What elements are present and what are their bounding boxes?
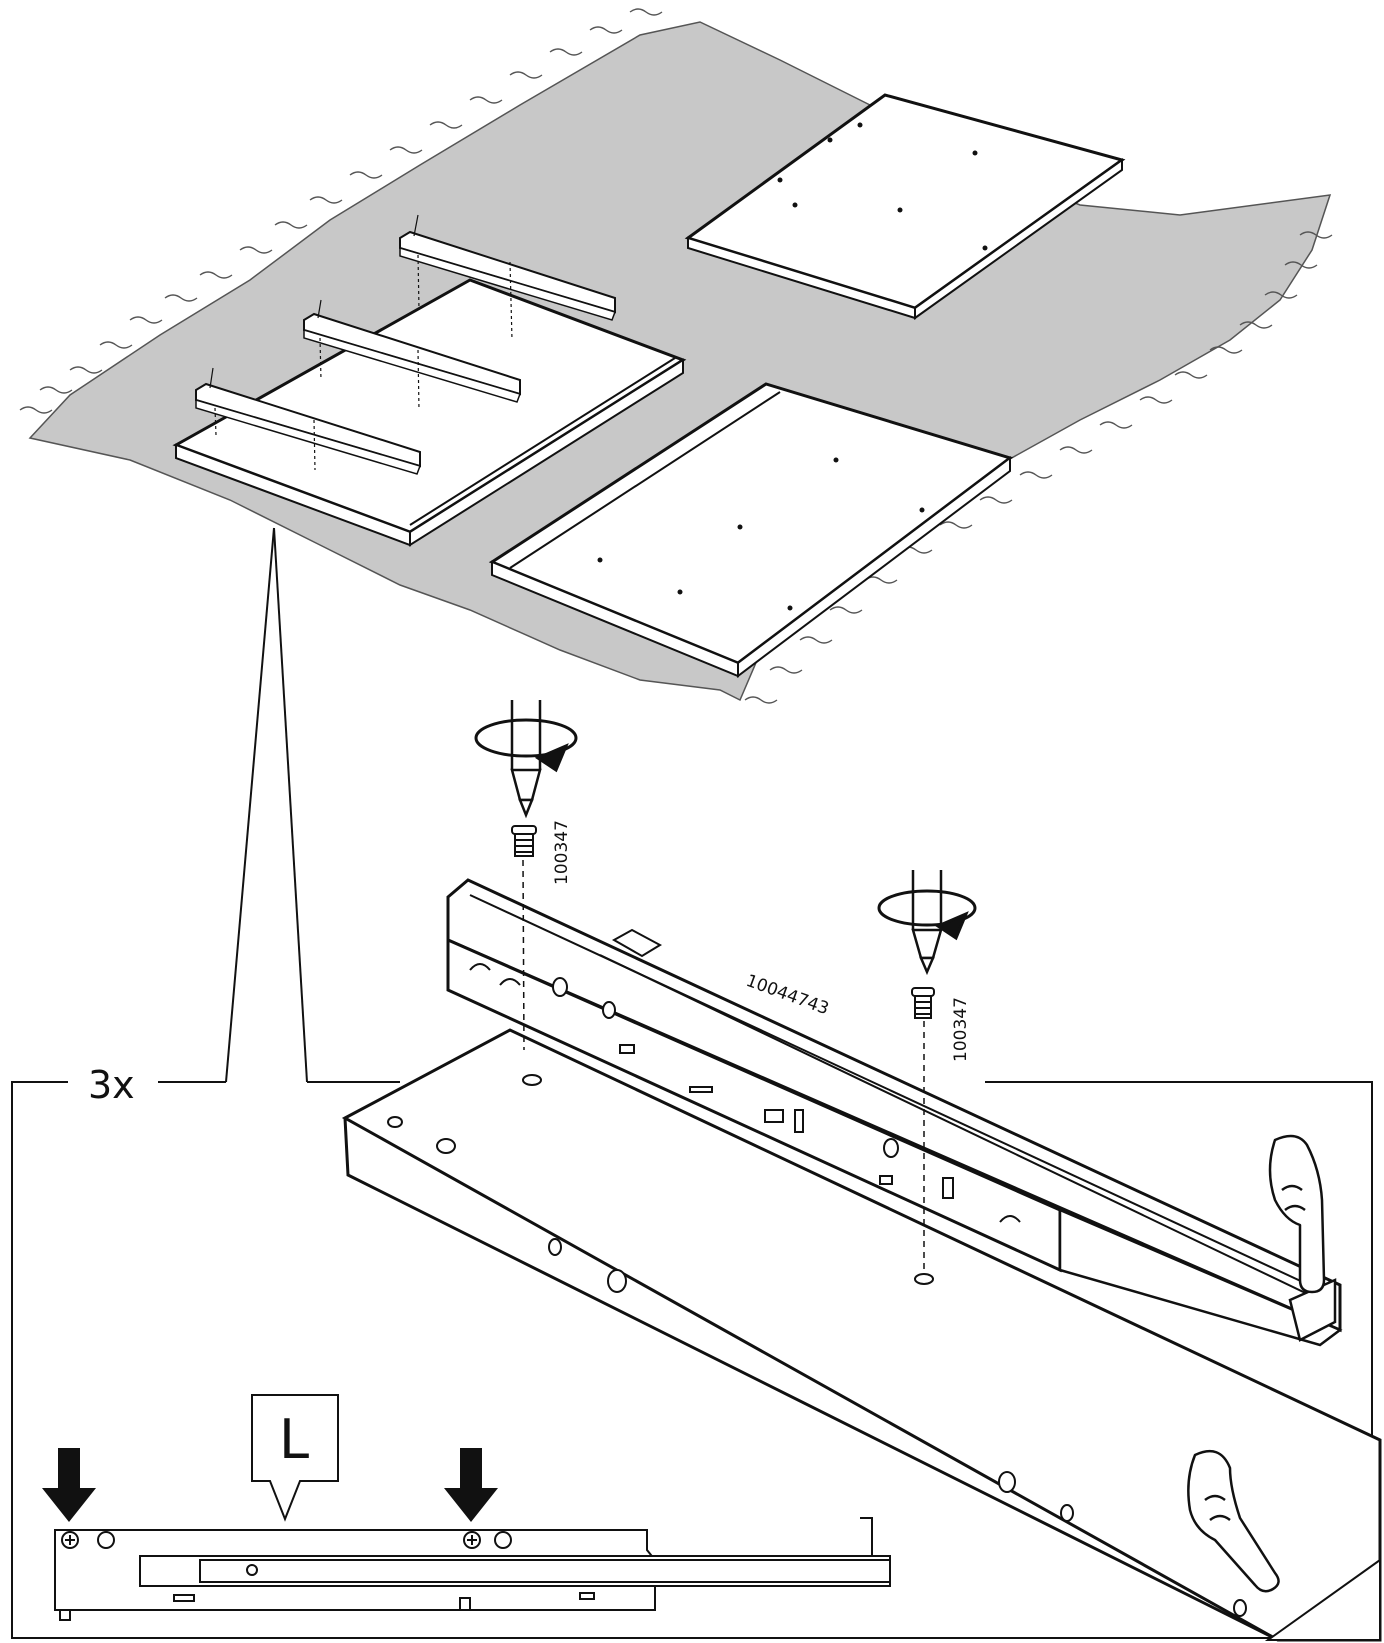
part-number-rail: 10044743 bbox=[743, 971, 831, 1019]
drawer-rail-1 bbox=[399, 214, 616, 341]
panel-top-right bbox=[684, 93, 1126, 320]
screwdriver-icon bbox=[911, 870, 943, 976]
screw-head-icon bbox=[463, 1531, 481, 1549]
arrow-down-icon bbox=[42, 1448, 96, 1522]
part-number-screw-right: 100347 bbox=[951, 997, 971, 1062]
part-number-screw-left: 100347 bbox=[552, 820, 572, 885]
side-marker-label: L bbox=[279, 1408, 309, 1471]
quantity-label: 3x bbox=[88, 1063, 135, 1107]
rail-side-view bbox=[54, 1517, 891, 1621]
panel-bottom-right bbox=[488, 382, 1014, 679]
callout-lines bbox=[158, 527, 400, 1083]
drawer-rail-3 bbox=[195, 367, 421, 475]
rotate-clockwise-icon bbox=[877, 889, 977, 941]
screw-head-icon bbox=[61, 1531, 79, 1549]
screw-head-icon bbox=[511, 825, 537, 857]
screw-guide-lines bbox=[522, 859, 925, 1272]
floor-edge-wavy-marks bbox=[19, 8, 1333, 704]
drawer-rail-2 bbox=[303, 299, 521, 411]
side-marker-callout bbox=[251, 1394, 339, 1522]
hand-pointing-icon bbox=[1187, 1449, 1280, 1593]
detail-board bbox=[341, 1028, 1382, 1642]
panel-left-with-rails bbox=[172, 278, 687, 547]
hand-pointing-icon bbox=[1268, 1134, 1326, 1294]
detail-drawer-rail bbox=[446, 878, 1343, 1347]
arrow-down-icon bbox=[444, 1448, 498, 1522]
screw-head-icon bbox=[911, 987, 935, 1019]
detail-frame bbox=[11, 1081, 1373, 1639]
rotate-clockwise-icon bbox=[474, 718, 578, 773]
